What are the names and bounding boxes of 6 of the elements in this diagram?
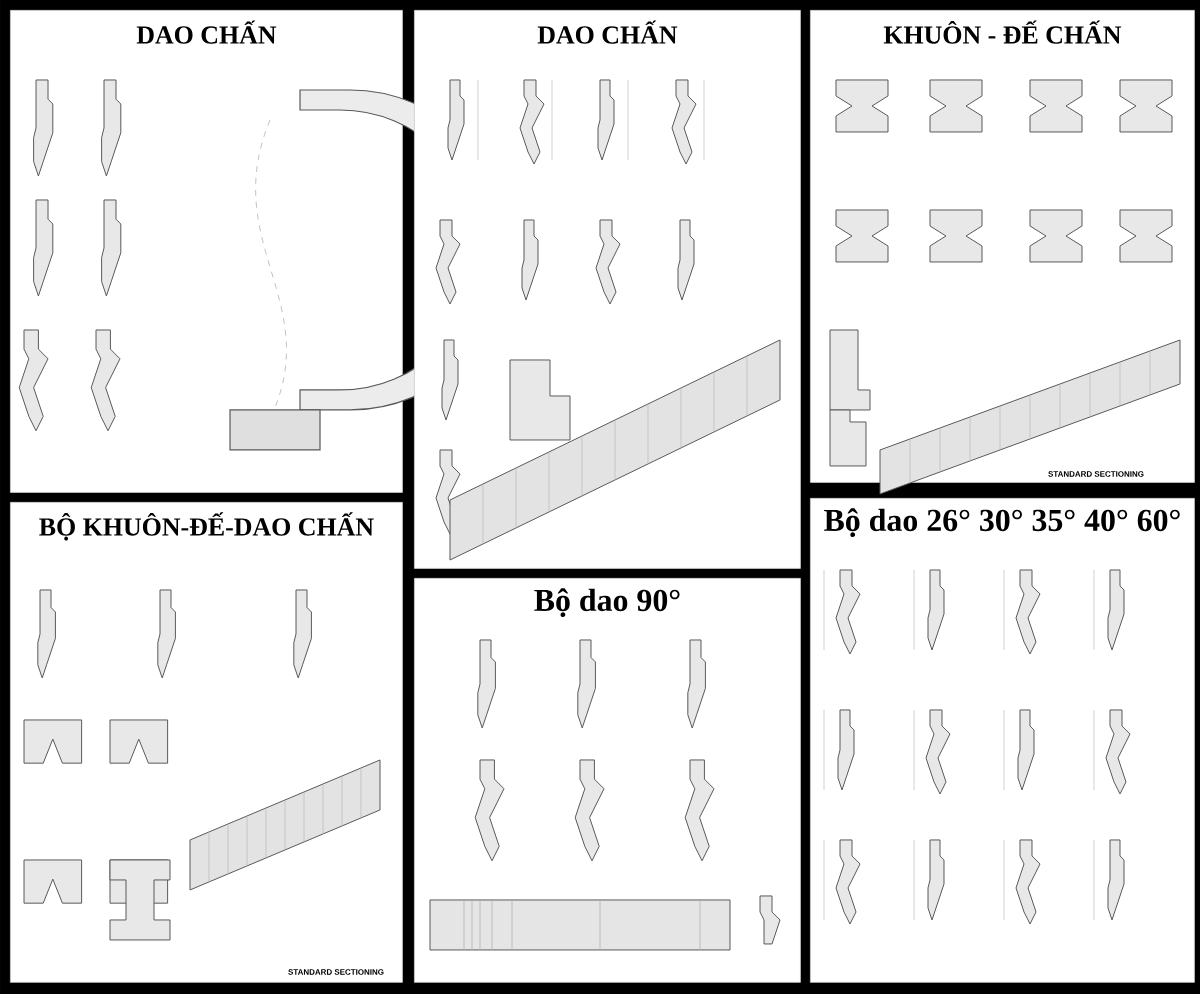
panel-title: Bộ dao 26° 30° 35° 40° 60° <box>824 508 1180 538</box>
panel-title: KHUÔN - ĐẾ CHẤN <box>883 20 1122 44</box>
panel-title: BỘ KHUÔN-ĐẾ-DAO CHẤN <box>39 512 374 541</box>
panel-title: DAO CHẤN <box>136 20 277 44</box>
panel-title: Bộ dao 90° <box>534 588 680 618</box>
panel-title: DAO CHẤN <box>537 20 678 44</box>
